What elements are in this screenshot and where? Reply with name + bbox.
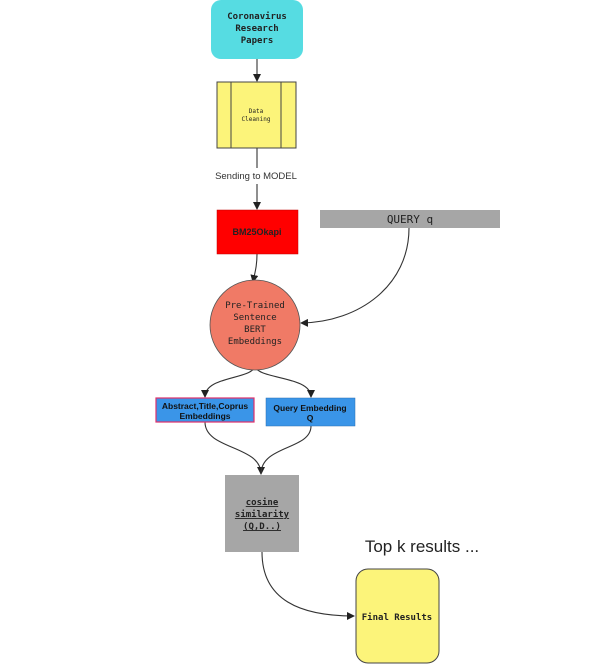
- node-source-line-2: Research: [235, 24, 278, 34]
- node-query: QUERY q: [320, 210, 500, 228]
- node-bert-line-3: BERT: [244, 325, 266, 335]
- node-source-line-3: Papers: [241, 36, 274, 46]
- node-cleaning-line-1: Data: [249, 108, 264, 115]
- node-source: Coronavirus Research Papers: [211, 0, 303, 59]
- node-query-embed-shape: [265, 397, 356, 427]
- edge-query-embed-to-cosine: [260, 425, 312, 475]
- node-final: Final Results: [355, 568, 440, 664]
- node-cleaning: Data Cleaning: [216, 81, 297, 149]
- node-bm25-label: BM25Okapi: [232, 227, 281, 237]
- edge-doc-embed-to-cosine: [204, 421, 265, 475]
- node-cosine-line-3: (Q,D..): [243, 522, 281, 532]
- node-bert-line-4: Embeddings: [228, 337, 282, 347]
- node-doc-embed: Abstract,Title,Coprus Embeddings: [155, 397, 255, 423]
- node-query-embed-line-1: Query Embedding: [273, 403, 346, 413]
- annotation-top-k: Top k results ...: [365, 537, 479, 556]
- node-cleaning-shape: [216, 81, 297, 149]
- node-bert-line-2: Sentence: [233, 313, 276, 323]
- node-query-shape: [320, 210, 500, 228]
- node-query-embed-line-2: Q: [307, 413, 314, 423]
- node-bert: Pre-Trained Sentence BERT Embeddings: [209, 279, 301, 371]
- node-source-line-1: Coronavirus: [227, 11, 287, 22]
- node-bm25-shape: [216, 209, 299, 255]
- edge-label-sending-to-model: Sending to MODEL: [215, 171, 297, 182]
- edge-bert-to-query-embed: [254, 364, 315, 398]
- node-bm25: BM25Okapi: [216, 209, 299, 255]
- node-doc-embed-line-1: Abstract,Title,Coprus: [162, 401, 249, 411]
- node-bert-line-1: Pre-Trained: [225, 301, 285, 311]
- node-query-embed: Query Embedding Q: [265, 397, 356, 427]
- node-source-shape: [211, 0, 303, 59]
- node-doc-embed-line-2: Embeddings: [179, 411, 230, 421]
- node-final-label: Final Results: [362, 612, 432, 623]
- edge-bert-to-doc-embed: [201, 364, 256, 398]
- node-doc-embed-shape: [155, 397, 255, 423]
- node-bert-shape: [209, 279, 301, 371]
- edge-cosine-to-final: [261, 551, 355, 620]
- node-cleaning-line-2: Cleaning: [242, 116, 271, 123]
- node-final-shape: [355, 568, 440, 664]
- node-cosine: cosine similarity (Q,D..): [225, 475, 299, 552]
- node-cosine-line-1: cosine: [246, 497, 279, 508]
- edge-bm25-to-bert: [250, 253, 259, 283]
- node-query-label: QUERY q: [387, 213, 433, 226]
- node-cosine-line-2: similarity: [235, 509, 290, 520]
- node-cosine-shape: [225, 475, 299, 552]
- edge-query-to-bert: [300, 227, 410, 327]
